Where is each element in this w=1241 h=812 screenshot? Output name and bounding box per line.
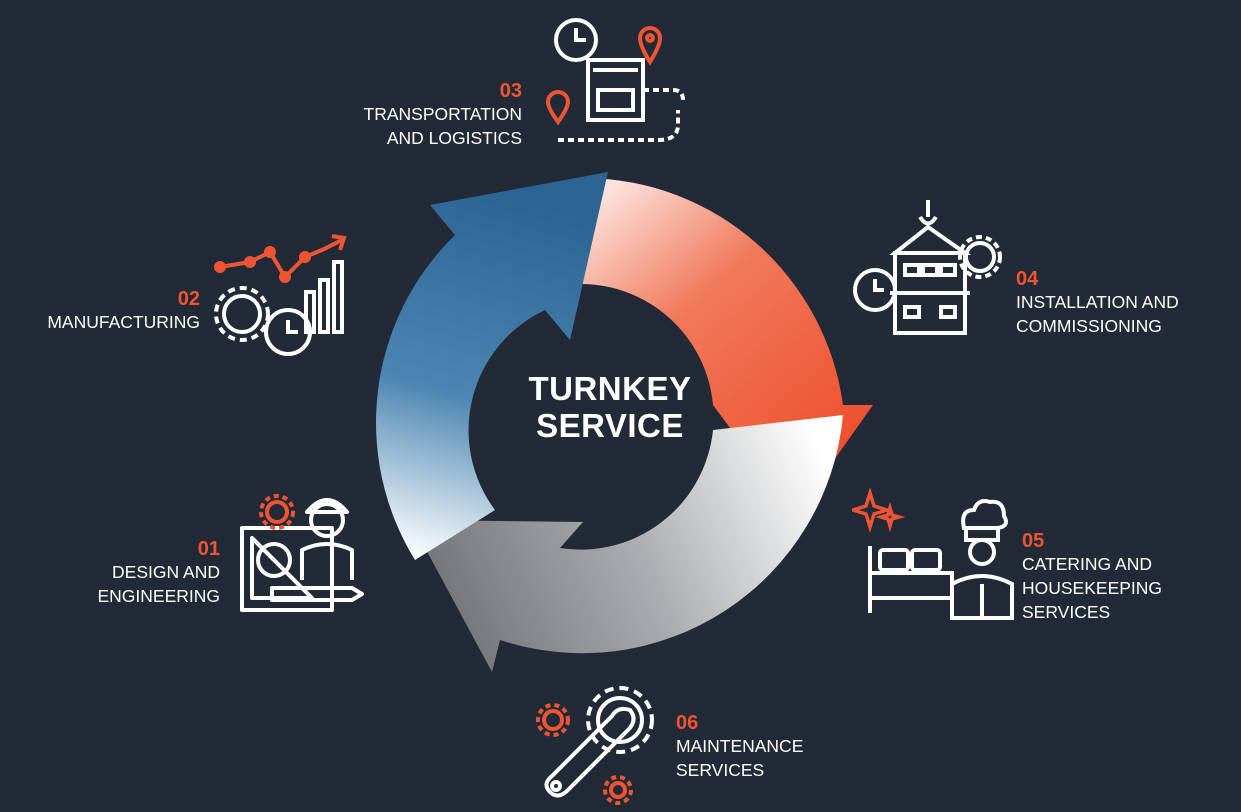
grey-arrow — [410, 415, 843, 672]
step-number: 04 — [1016, 268, 1039, 290]
step-label-line: CATERING AND — [1022, 554, 1152, 574]
step-number: 05 — [1022, 530, 1045, 552]
step-02: 02 MANUFACTURING — [20, 288, 200, 334]
gears-clock-growth-chart-icon — [214, 234, 347, 356]
step-04: 04 INSTALLATION AND COMMISSIONING — [1016, 268, 1236, 338]
step-label-line: SERVICES — [676, 760, 765, 780]
center-title: TURNKEY SERVICE — [470, 370, 750, 444]
center-title-line2: SERVICE — [536, 407, 684, 444]
designer-engineer-icon — [240, 494, 364, 612]
step-label-line: INSTALLATION AND — [1016, 292, 1179, 312]
step-06: 06 MAINTENANCE SERVICES — [676, 712, 856, 782]
crane-building-icon — [853, 200, 1002, 335]
bed-chef-icon — [852, 488, 1014, 620]
step-label-line: DESIGN AND — [112, 562, 220, 582]
step-number: 01 — [197, 538, 220, 560]
step-label-line: ENGINEERING — [97, 586, 220, 606]
step-number: 03 — [499, 80, 522, 102]
step-label-line: TRANSPORTATION — [363, 104, 522, 124]
truck-route-icon — [545, 18, 685, 142]
step-label-line: SERVICES — [1022, 602, 1111, 622]
wrench-gear-icon — [536, 686, 654, 805]
step-03: 03 TRANSPORTATION AND LOGISTICS — [330, 80, 522, 150]
blue-arrow — [376, 172, 608, 560]
step-01: 01 DESIGN AND ENGINEERING — [60, 538, 220, 608]
step-05: 05 CATERING AND HOUSEKEEPING SERVICES — [1022, 530, 1222, 624]
step-label-line: AND LOGISTICS — [386, 128, 522, 148]
step-number: 02 — [177, 288, 200, 310]
step-label-line: HOUSEKEEPING — [1022, 578, 1163, 598]
step-label-line: MAINTENANCE — [676, 736, 804, 756]
step-number: 06 — [676, 712, 699, 734]
center-title-line1: TURNKEY — [528, 370, 692, 407]
step-label-line: MANUFACTURING — [47, 312, 200, 332]
step-label-line: COMMISSIONING — [1016, 316, 1162, 336]
